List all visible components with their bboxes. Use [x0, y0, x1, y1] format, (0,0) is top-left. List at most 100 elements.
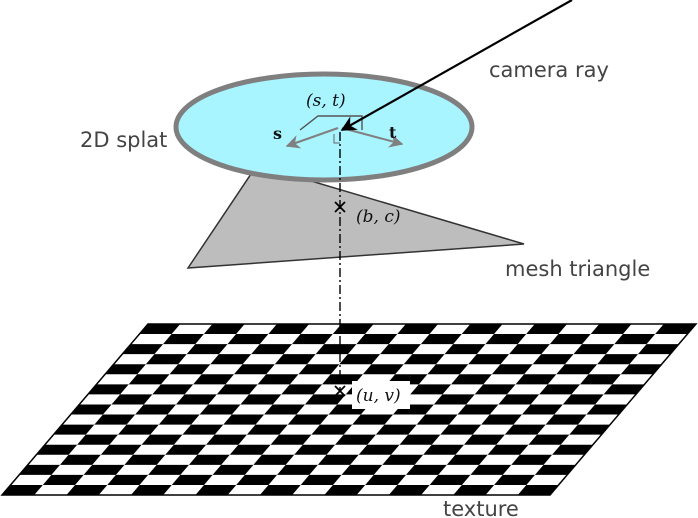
checker-cell [339, 354, 381, 365]
checker-cell [375, 424, 417, 435]
checker-cell [335, 434, 376, 445]
uv-label: (u, v) [356, 386, 401, 406]
checker-cell [158, 414, 200, 425]
checker-cell [42, 474, 84, 485]
checker-cell [105, 364, 146, 375]
checker-cell [485, 334, 527, 345]
checker-cell [509, 344, 550, 355]
checker-cell [399, 434, 441, 445]
checker-cell [292, 334, 333, 345]
st-bracket [299, 115, 363, 131]
checker-cell [216, 384, 258, 395]
checker-cell [186, 344, 228, 355]
checker-cell [246, 424, 288, 435]
checker-cell [66, 484, 108, 495]
checker-cell [620, 364, 662, 375]
checker-cell [229, 444, 271, 455]
checker-cell [406, 464, 447, 475]
checker-cell [87, 384, 129, 395]
checker-cell [446, 454, 488, 465]
s-axis-label: s [273, 124, 282, 143]
checker-cell [526, 324, 568, 335]
checker-cell [539, 384, 580, 395]
intersection-mark [333, 134, 340, 144]
checker-cell [253, 454, 295, 465]
checker-cell [573, 344, 615, 355]
checker-cell [362, 364, 404, 375]
checker-cell [638, 344, 679, 355]
checker-cell [332, 324, 374, 335]
checker-cell [259, 484, 301, 495]
uv-label-background [352, 381, 410, 409]
checker-cell [388, 484, 430, 495]
checker-cell [603, 384, 645, 395]
checker-cell [165, 444, 207, 455]
checker-cell [130, 484, 172, 495]
checker-cell [300, 474, 342, 485]
checker-cell [420, 334, 462, 345]
t-axis-label: t [389, 123, 397, 142]
checker-cell [176, 394, 217, 405]
checker-cell [358, 444, 400, 455]
checker-cell [586, 404, 628, 415]
checker-cell [257, 374, 299, 385]
checker-cell [287, 414, 329, 425]
splat-label: 2D splat [80, 128, 167, 152]
checker-cell [315, 344, 357, 355]
checker-cell [423, 444, 464, 455]
checker-cell [515, 374, 557, 385]
checker-cell [545, 414, 587, 425]
checker-cell [549, 334, 591, 345]
checker-cell [111, 394, 153, 405]
texture-border [0, 323, 698, 496]
checker-cell [352, 414, 394, 425]
checker-cell [19, 464, 61, 475]
checker-cell [457, 404, 499, 415]
checker-cell [481, 414, 522, 425]
checker-cell [193, 374, 234, 385]
checker-cell [433, 394, 475, 405]
checker-cell [451, 374, 492, 385]
checker-cell [251, 344, 292, 355]
checker-cell [397, 324, 439, 335]
checker-cell [195, 484, 237, 495]
checker-cell [410, 384, 452, 395]
checker-cell [240, 394, 282, 405]
checker-cell [199, 404, 241, 415]
checker-cell [118, 424, 159, 435]
checker-cell [152, 384, 194, 395]
checker-cell [453, 484, 495, 495]
checker-cell [517, 484, 559, 495]
checker-cell [124, 454, 166, 465]
mesh-triangle-label: mesh triangle [505, 257, 650, 281]
checker-cell [206, 434, 247, 445]
checker-cell [427, 364, 469, 375]
texture-label: texture [443, 497, 519, 518]
checker-cell [655, 324, 696, 335]
texture-checkerboard [0, 323, 698, 496]
checker-cell [294, 444, 336, 455]
checker-cell [380, 344, 421, 355]
checker-cell [169, 364, 211, 375]
checker-cell [341, 464, 383, 475]
checker-cell [36, 444, 78, 455]
splat-ellipse [173, 71, 475, 183]
checker-cell [70, 404, 112, 415]
checker-cell [139, 324, 181, 335]
s-axis-arrow [285, 127, 339, 149]
checker-cell [100, 444, 142, 455]
checker-cell [504, 424, 546, 435]
checker-cell [274, 354, 316, 365]
checker-cell [487, 444, 529, 455]
checker-cell [382, 454, 424, 465]
checker-cell [210, 354, 252, 365]
checker-cell [2, 484, 43, 495]
bc-cross [334, 201, 346, 213]
checker-cell [356, 334, 398, 345]
checker-cell [234, 364, 275, 375]
checker-cell [203, 324, 245, 335]
checker-cell [528, 434, 570, 445]
checker-cell [53, 424, 95, 435]
checker-cell [590, 324, 632, 335]
checker-cell [268, 324, 310, 335]
